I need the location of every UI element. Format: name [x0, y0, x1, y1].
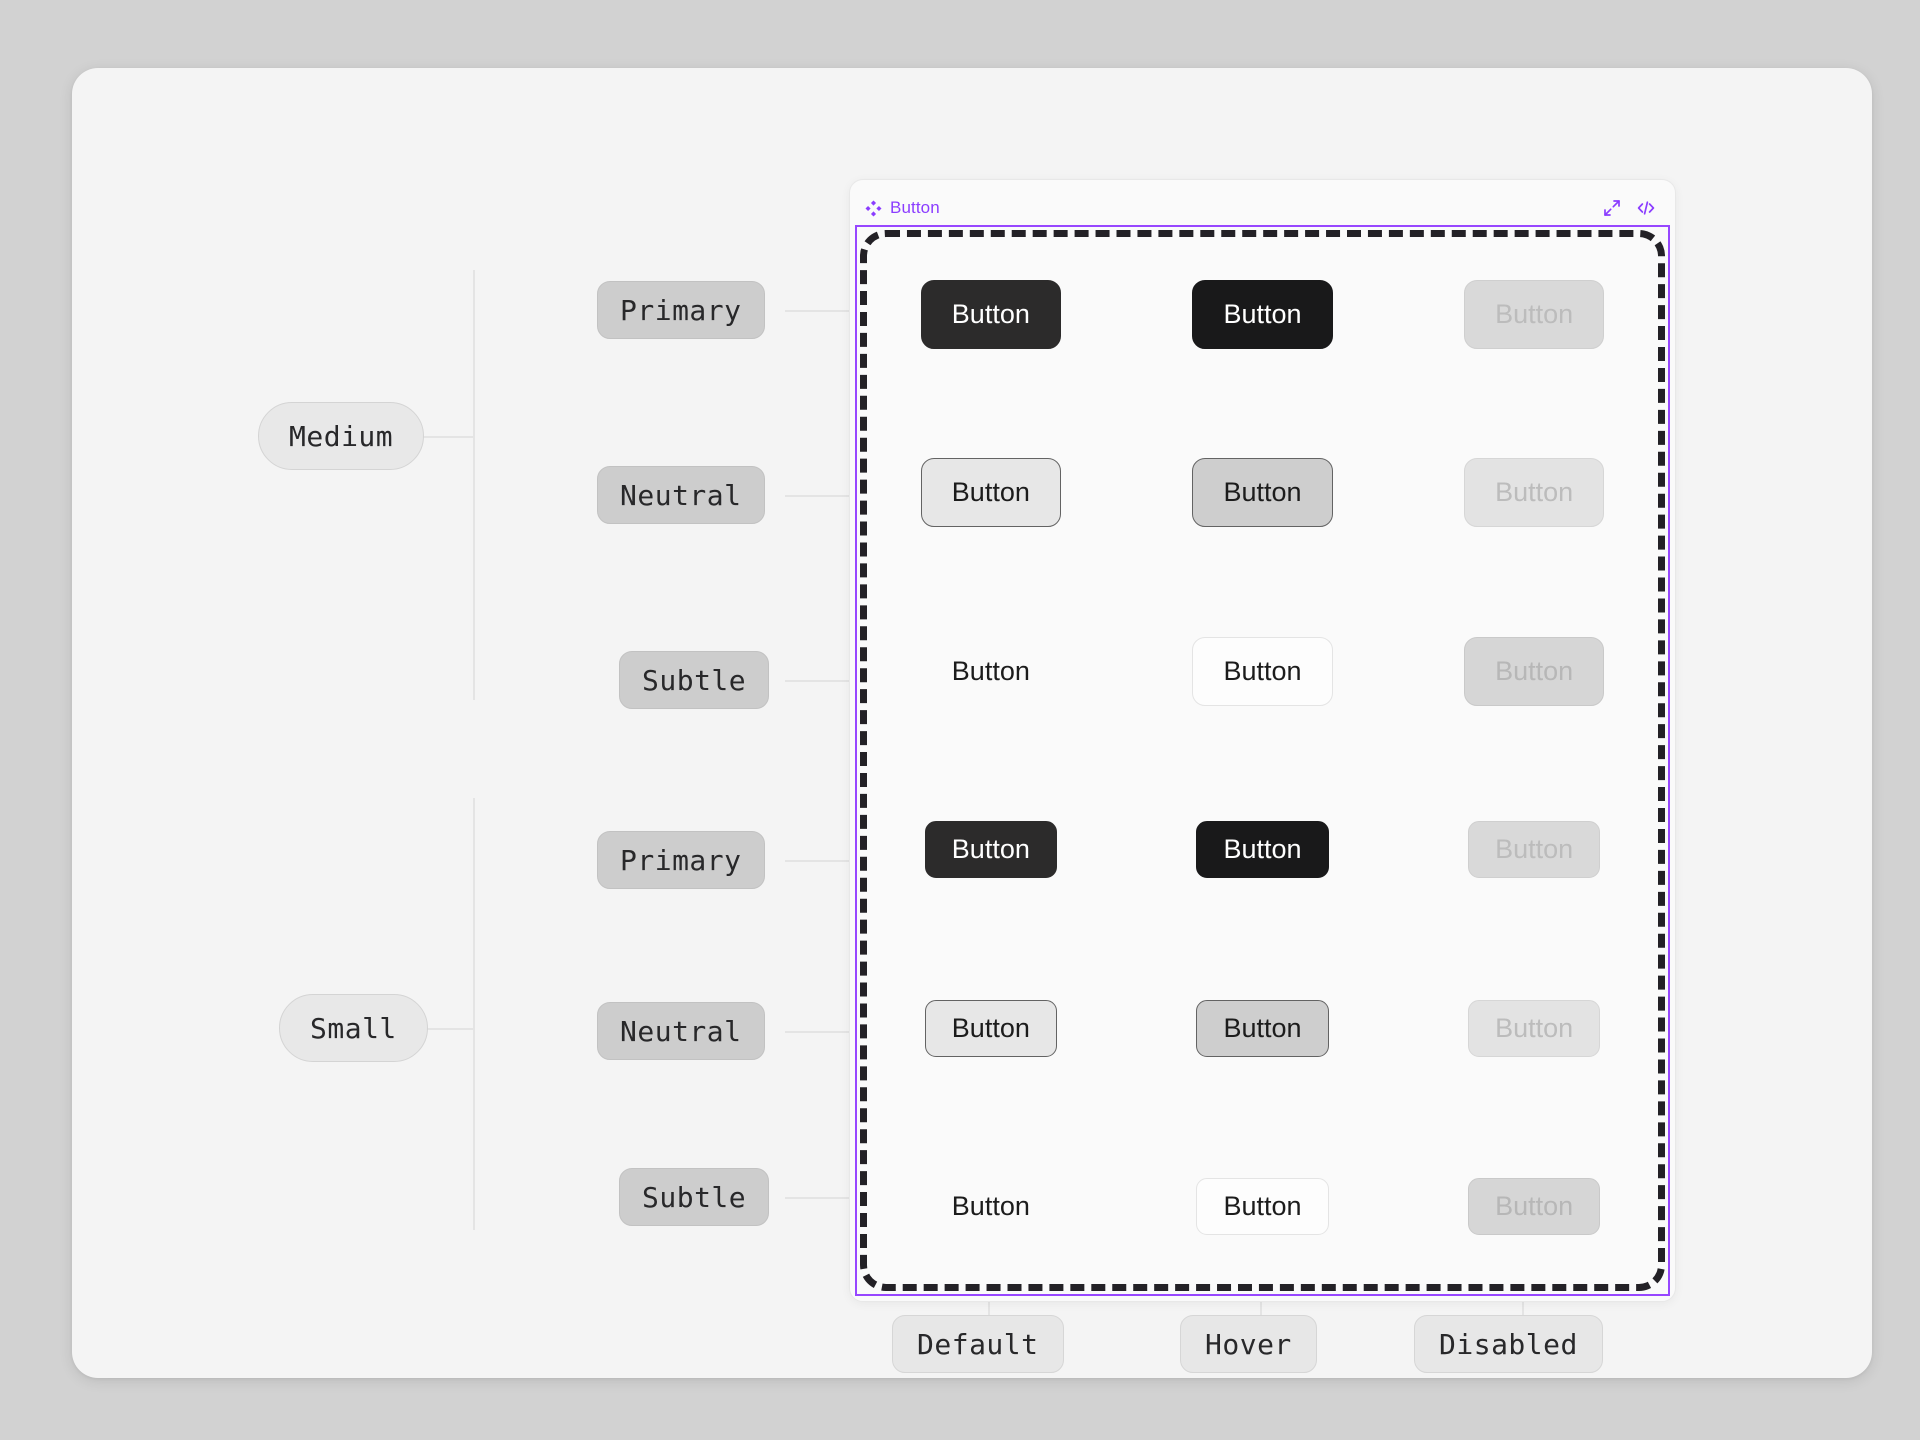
- button-variant-grid: Button Button Button Button Button Butto…: [855, 225, 1670, 1296]
- tree-connector-variant-1: [785, 310, 857, 312]
- grid-cell: Button: [855, 939, 1127, 1118]
- tree-node-variant-neutral-small[interactable]: Neutral: [597, 1002, 765, 1060]
- component-frame-panel: [849, 179, 1676, 1302]
- tree-node-label: Primary: [620, 293, 742, 327]
- tree-node-variant-primary-medium[interactable]: Primary: [597, 281, 765, 339]
- button-medium-neutral-hover[interactable]: Button: [1192, 458, 1333, 528]
- grid-cell: Button: [1127, 939, 1399, 1118]
- button-medium-neutral-default[interactable]: Button: [920, 458, 1061, 528]
- button-medium-subtle-disabled: Button: [1464, 636, 1605, 706]
- tree-node-variant-subtle-medium[interactable]: Subtle: [619, 651, 770, 709]
- grid-cell: Button: [1398, 761, 1670, 940]
- grid-cell: Button: [1398, 225, 1670, 404]
- grid-cell: Button: [1127, 761, 1399, 940]
- grid-cell: Button: [855, 404, 1127, 583]
- canvas-card: Medium Small Primary Neutral Subtle Prim…: [72, 68, 1872, 1378]
- button-small-subtle-hover[interactable]: Button: [1196, 1178, 1329, 1236]
- button-small-subtle-disabled: Button: [1468, 1178, 1601, 1236]
- grid-cell: Button: [855, 1118, 1127, 1297]
- tree-node-variant-neutral-medium[interactable]: Neutral: [597, 466, 765, 524]
- grid-cell: Button: [855, 582, 1127, 761]
- tree-connector-variant-6: [785, 1197, 857, 1199]
- component-frame-actions: [1602, 198, 1662, 218]
- tree-connector-small-vertical: [473, 798, 475, 1230]
- tree-node-variant-subtle-small[interactable]: Subtle: [619, 1168, 770, 1226]
- component-frame-title: Button: [890, 198, 940, 217]
- code-icon[interactable]: [1636, 198, 1656, 218]
- tree-connector-small-branch: [412, 1028, 474, 1030]
- grid-cell: Button: [1398, 1118, 1670, 1297]
- button-small-neutral-hover[interactable]: Button: [1196, 999, 1329, 1057]
- tree-node-label: Default: [917, 1327, 1039, 1361]
- tree-node-size-small[interactable]: Small: [279, 994, 428, 1062]
- tree-node-label: Subtle: [642, 663, 747, 697]
- grid-cell: Button: [855, 761, 1127, 940]
- grid-cell: Button: [1127, 1118, 1399, 1297]
- grid-cell: Button: [1127, 404, 1399, 583]
- component-frame: Button Button: [849, 179, 1676, 1302]
- tree-connector-variant-2: [785, 495, 857, 497]
- button-medium-subtle-hover[interactable]: Button: [1192, 636, 1333, 706]
- tree-node-state-disabled[interactable]: Disabled: [1414, 1315, 1603, 1373]
- button-small-primary-disabled: Button: [1468, 821, 1601, 879]
- tree-connector-medium-vertical: [473, 270, 475, 700]
- tree-node-label: Small: [310, 1011, 397, 1045]
- tree-connector-medium-branch: [412, 436, 474, 438]
- tree-node-state-default[interactable]: Default: [892, 1315, 1064, 1373]
- tree-node-label: Subtle: [642, 1180, 747, 1214]
- button-medium-primary-hover[interactable]: Button: [1192, 279, 1333, 349]
- tree-connector-variant-5: [785, 1031, 857, 1033]
- grid-cell: Button: [1127, 225, 1399, 404]
- tree-connector-variant-4: [785, 860, 857, 862]
- grid-cell: Button: [1398, 939, 1670, 1118]
- tree-node-label: Primary: [620, 843, 742, 877]
- button-medium-subtle-default[interactable]: Button: [921, 637, 1061, 706]
- grid-cell: Button: [855, 225, 1127, 404]
- button-medium-primary-default[interactable]: Button: [920, 279, 1061, 349]
- tree-node-label: Neutral: [620, 478, 742, 512]
- tree-node-size-medium[interactable]: Medium: [258, 402, 425, 470]
- tree-connector-variant-3: [785, 680, 857, 682]
- component-diamond-icon: [865, 200, 882, 216]
- tree-node-variant-primary-small[interactable]: Primary: [597, 831, 765, 889]
- button-small-primary-hover[interactable]: Button: [1196, 821, 1329, 879]
- button-small-neutral-default[interactable]: Button: [924, 999, 1057, 1057]
- tree-node-state-hover[interactable]: Hover: [1180, 1315, 1317, 1373]
- component-frame-title-group[interactable]: Button: [865, 198, 940, 218]
- grid-cell: Button: [1127, 582, 1399, 761]
- button-small-neutral-disabled: Button: [1468, 999, 1601, 1057]
- button-small-subtle-default[interactable]: Button: [925, 1178, 1057, 1235]
- component-frame-titlebar: Button: [855, 185, 1670, 231]
- tree-node-label: Disabled: [1439, 1327, 1578, 1361]
- button-medium-neutral-disabled: Button: [1464, 458, 1605, 528]
- expand-icon[interactable]: [1602, 198, 1622, 218]
- tree-node-label: Medium: [289, 419, 394, 453]
- tree-node-label: Neutral: [620, 1014, 742, 1048]
- grid-cell: Button: [1398, 404, 1670, 583]
- button-medium-primary-disabled: Button: [1464, 279, 1605, 349]
- tree-node-label: Hover: [1205, 1327, 1292, 1361]
- button-small-primary-default[interactable]: Button: [924, 821, 1057, 879]
- grid-cell: Button: [1398, 582, 1670, 761]
